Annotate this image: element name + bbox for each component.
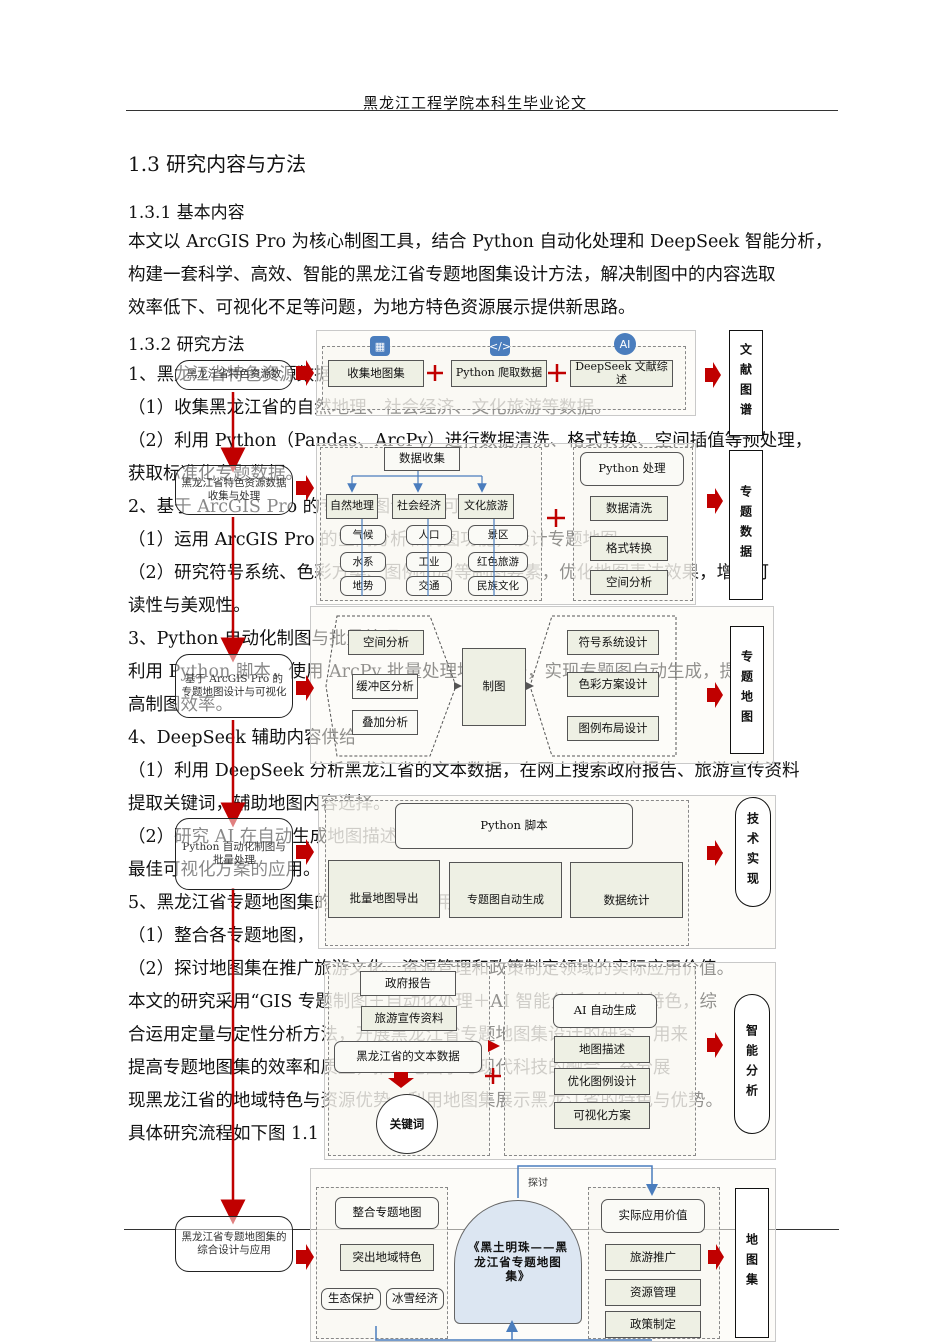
format-convert-box: 格式转换	[590, 536, 668, 561]
batch-export-box: 批量地图导出	[328, 860, 440, 918]
sub-water: 水系	[340, 552, 386, 572]
row3-right-arrow	[526, 682, 534, 690]
highlight-feature-box: 突出地域特色	[340, 1244, 434, 1271]
auto-generate-box: 专题图自动生成	[449, 862, 562, 918]
sub-ethnic-culture: 民族文化	[468, 576, 528, 596]
map-description-box: 地图描述	[554, 1036, 650, 1063]
python-process-title: Python 处理	[580, 452, 684, 486]
spatial-analysis-box: 空间分析	[590, 570, 668, 595]
category-natural: 自然地理	[326, 494, 378, 519]
data-cleaning-box: 数据清洗	[590, 496, 668, 521]
explore-loop-arrows	[375, 1165, 658, 1341]
policy-making-box: 政策制定	[605, 1311, 701, 1338]
sub-red-tourism: 红色旅游	[468, 552, 528, 572]
text-line: （1）利用 DeepSeek 分析黑龙江省的文本数据，在网上搜索政府报告、旅游宣…	[128, 761, 800, 781]
optimize-legend-box: 优化图例设计	[554, 1068, 650, 1095]
symbol-system-box: 符号系统设计	[567, 630, 659, 655]
text-line: 构建一套科学、高效、智能的黑龙江省专题地图集设计方法，解决制图中的内容选取	[128, 265, 776, 285]
text-line: 具体研究流程如下图 1.1	[128, 1124, 319, 1144]
section-title: 1.3 研究内容与方法	[128, 152, 307, 176]
output-literature-map: 文献图谱	[729, 330, 763, 436]
stage-5-box: 黑龙江省专题地图集的综合设计与应用	[175, 1216, 293, 1272]
category-culture: 文化旅游	[458, 494, 514, 519]
subsection-title-basic: 1.3.1 基本内容	[128, 203, 245, 223]
stage-3-box: 基于 ArcGIS Pro 的专题地图设计与可视化	[175, 654, 293, 718]
text-line: 读性与美观性。	[128, 596, 251, 616]
output-smart-analysis: 智能分析	[734, 994, 770, 1134]
legend-layout-box: 图例布局设计	[567, 716, 659, 741]
integrate-maps-box: 整合专题地图	[335, 1197, 439, 1229]
data-collect-title: 数据收集	[384, 447, 460, 471]
ai-generate-title: AI 自动生成	[553, 994, 657, 1028]
text-line: 4、DeepSeek 辅助内容供给	[128, 728, 357, 748]
text-line: 效率低下、可视化不足等问题，为地方特色资源展示提供新思路。	[128, 298, 636, 318]
header-rule	[126, 110, 838, 111]
stage-4-box: Python 自动化制图与批量处理	[175, 818, 293, 890]
plus-signs	[427, 364, 566, 1084]
text-line: 本文以 ArcGIS Pro 为核心制图工具，结合 Python 自动化处理和 …	[128, 232, 833, 252]
row2-collect-group	[320, 447, 542, 601]
python-script-title: Python 脚本	[395, 803, 633, 849]
mapping-brackets	[325, 615, 677, 757]
subsection-title-method: 1.3.2 研究方法	[128, 335, 245, 355]
explore-label: 探讨	[528, 1178, 548, 1189]
spatial-analysis-left-box: 空间分析	[348, 630, 424, 655]
gov-report-box: 政府报告	[360, 971, 456, 996]
text-line: （1）整合各专题地图，	[128, 926, 315, 946]
sub-population: 人口	[406, 525, 452, 545]
output-thematic-data: 专题数据	[729, 450, 763, 600]
sub-industry: 工业	[406, 552, 452, 572]
row5-center-arrow	[488, 1040, 500, 1052]
category-social: 社会经济	[392, 494, 446, 519]
keyword-circle: 关键词	[376, 1094, 438, 1154]
tourism-promotion-box: 旅游推广	[605, 1244, 701, 1271]
output-arrows	[705, 362, 724, 1270]
keyword-down-arrow	[388, 1072, 414, 1088]
python-crawl-box: Python 爬取数据	[451, 360, 547, 387]
map-icon: ▦	[370, 336, 390, 356]
stage-arrows	[296, 360, 314, 1270]
ecology-box: 生态保护	[321, 1288, 381, 1310]
resource-management-box: 资源管理	[605, 1279, 701, 1306]
output-thematic-map: 专题地图	[730, 626, 764, 754]
application-value-title: 实际应用价值	[601, 1199, 705, 1233]
collect-atlas-box: 收集地图集	[328, 360, 424, 387]
tourism-material-box: 旅游宣传资料	[361, 1006, 457, 1031]
output-atlas: 地图集	[735, 1188, 769, 1338]
stage-1-box: 黑龙江省特色资源数	[175, 360, 293, 390]
stage-2-box: 黑龙江省特色资源数据收集与处理	[175, 465, 293, 515]
data-statistics-box: 数据统计	[570, 862, 683, 918]
overlay-analysis-box: 叠加分析	[352, 710, 418, 735]
deepseek-review-box: DeepSeek 文献综述	[570, 360, 673, 387]
sub-terrain: 地势	[340, 576, 386, 596]
atlas-title-dome: 《黑土明珠——黑龙江省专题地图集》	[454, 1200, 582, 1324]
output-tech-implementation: 技术实现	[735, 797, 771, 907]
sub-climate: 气候	[340, 525, 386, 545]
ai-icon: AI	[614, 333, 636, 355]
sub-transport: 交通	[406, 576, 452, 596]
code-icon: </>	[489, 336, 511, 356]
running-header: 黑龙江工程学院本科生毕业论文	[362, 94, 587, 112]
sub-scenic: 景区	[468, 525, 528, 545]
buffer-analysis-box: 缓冲区分析	[352, 674, 418, 699]
mapping-center-box: 制图	[462, 648, 526, 726]
visual-plan-box: 可视化方案	[554, 1102, 650, 1129]
color-scheme-box: 色彩方案设计	[567, 672, 659, 697]
collect-branch-arrows	[347, 471, 495, 596]
row3-left-arrow	[454, 682, 462, 690]
ice-snow-box: 冰雪经济	[386, 1288, 444, 1310]
